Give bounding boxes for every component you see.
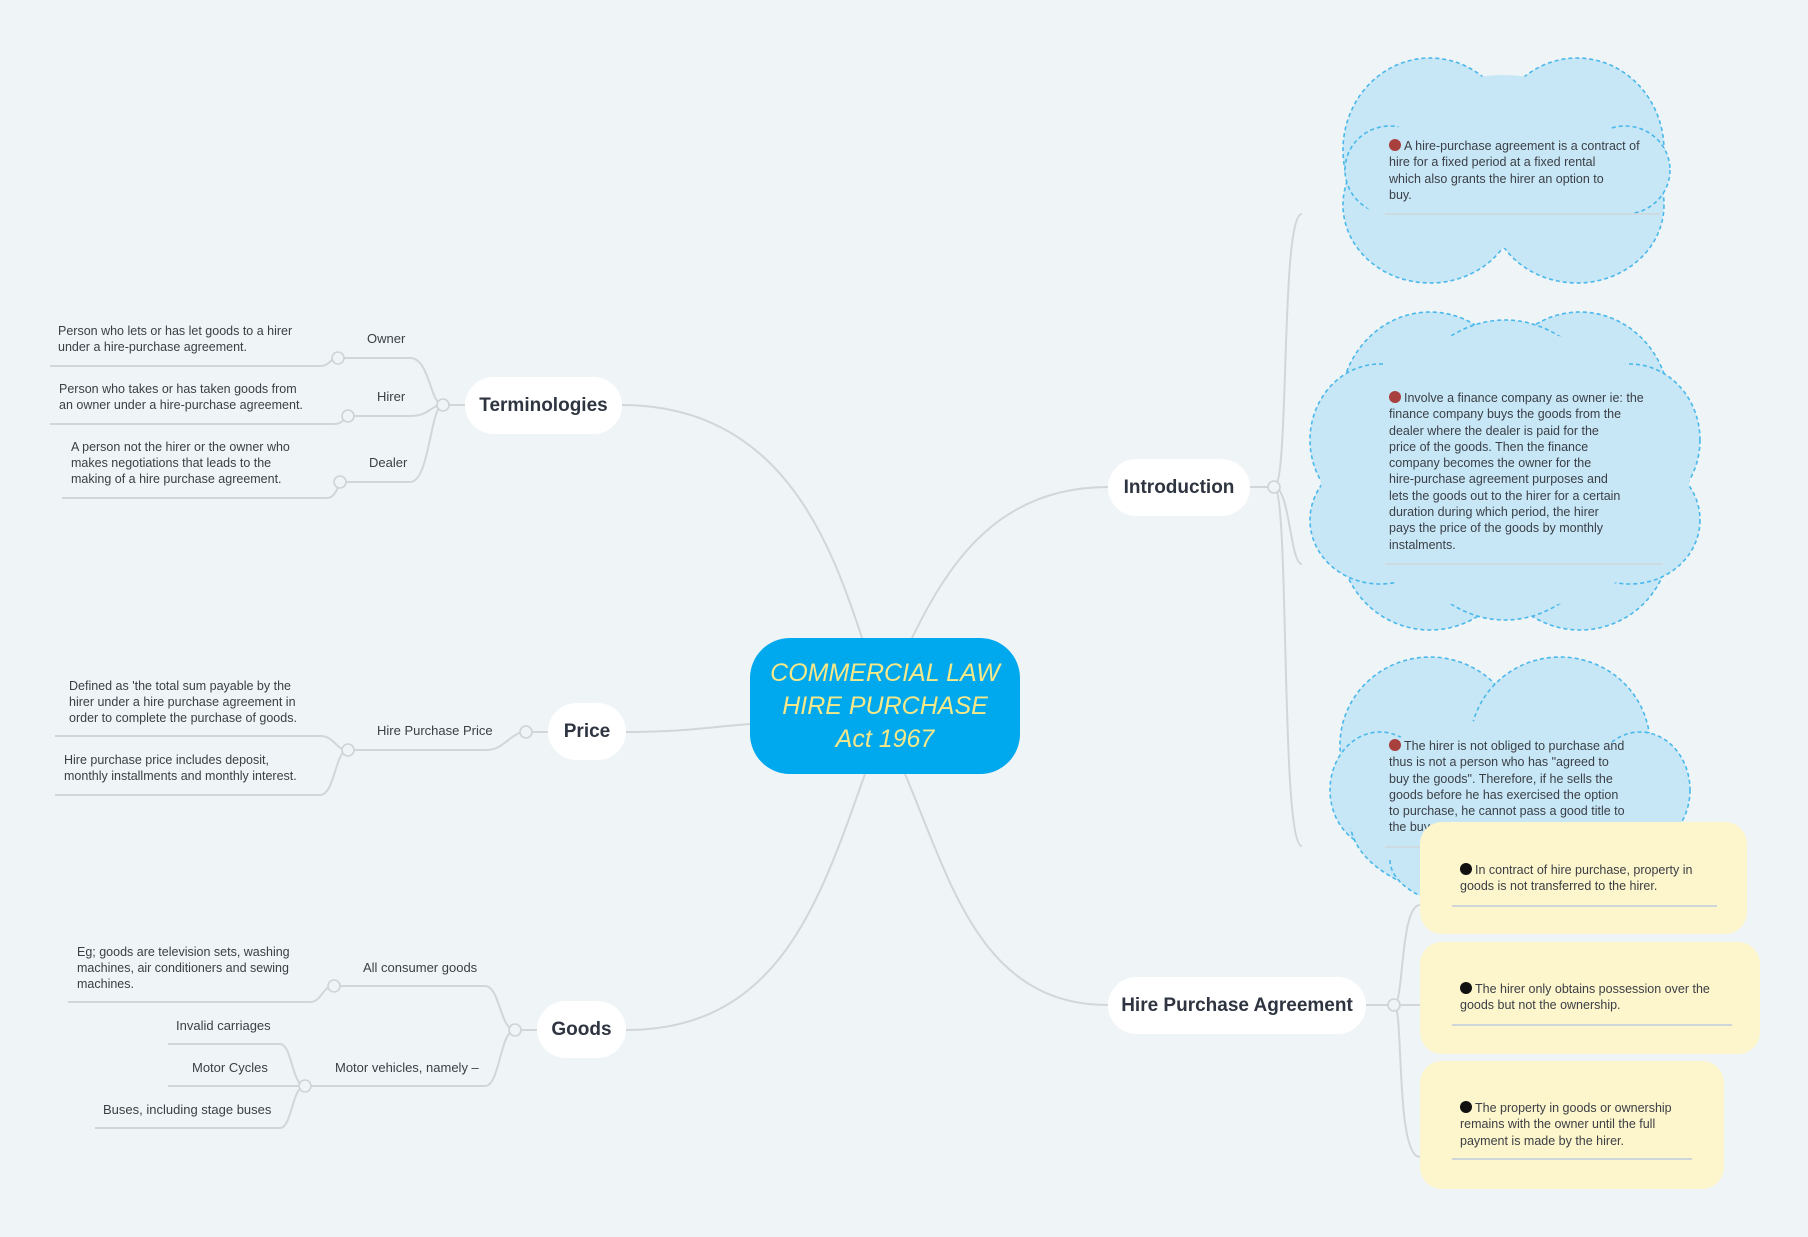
agreement-note-1-line: goods is not transferred to the hirer. [1460,879,1658,894]
intro-note-2-line: instalments. [1389,537,1456,552]
subtopic-hirer[interactable]: Hirer [377,389,406,404]
agreement-note-2-line: goods but not the ownership. [1460,998,1621,1013]
dealer-text-line: making of a hire purchase agreement. [71,472,282,486]
intro-note-1-line: buy. [1389,187,1412,202]
intro-note-2-line: Involve a finance company as owner ie: t… [1404,391,1644,405]
central-title-line2: HIRE PURCHASE [782,691,988,720]
agreement-note-1-line: In contract of hire purchase, property i… [1475,863,1693,877]
intro-note-2-line: duration during which period, the hirer [1389,505,1599,520]
topic-goods-label: Goods [551,1018,612,1040]
connector-agreement [904,773,1109,1006]
topic-price-label: Price [563,720,611,742]
owner-text-line: under a hire-purchase agreement. [58,340,248,354]
price-includes-line: monthly installments and monthly interes… [64,769,297,783]
intro-note-2-line: lets the goods out to the hirer for a ce… [1389,488,1621,503]
consumer-goods-line: machines, air conditioners and sewing [77,961,289,975]
topic-hire-purchase-agreement[interactable]: Hire Purchase Agreement [1108,977,1366,1034]
agreement-note-2-text: The hirer only obtains possession over t… [1460,981,1750,1014]
vehicle-motor-cycles[interactable]: Motor Cycles [192,1060,268,1075]
vehicle-buses[interactable]: Buses, including stage buses [103,1102,272,1117]
connector-terminologies [621,404,863,639]
agreement-note-3-line: remains with the owner until the full [1460,1117,1656,1132]
agreement-note-2-line: The hirer only obtains possession over t… [1475,982,1710,996]
subtopic-hire-purchase-price[interactable]: Hire Purchase Price [377,723,493,738]
red-bullet-icon [1389,139,1401,151]
intro-note-2-line: finance company buys the goods from the [1389,407,1622,422]
black-bullet-icon [1460,863,1472,875]
owner-text-line: Person who lets or has let goods to a hi… [58,324,293,338]
topic-terminologies-label: Terminologies [479,394,608,416]
intro-note-1: A hire-purchase agreement is a contract … [1389,138,1669,203]
intro-note-2-line: hire-purchase agreement purposes and [1389,472,1608,487]
note-underline [1452,1024,1732,1026]
consumer-goods-line: Eg; goods are television sets, washing [77,945,290,959]
topic-introduction-label: Introduction [1123,476,1235,498]
topic-introduction[interactable]: Introduction [1108,459,1250,516]
subtopic-owner[interactable]: Owner [367,331,406,346]
central-topic[interactable]: COMMERCIAL LAW HIRE PURCHASE Act 1967 [750,638,1020,774]
connector-introduction [911,486,1109,639]
price-includes: Hire purchase price includes deposit, mo… [64,752,344,784]
price-definition-line: hirer under a hire purchase agreement in [69,695,296,709]
intro-note-2-line: price of the goods. Then the finance [1389,439,1589,454]
vehicle-invalid-carriages[interactable]: Invalid carriages [176,1018,271,1033]
hirer-definition: Person who takes or has taken goods from… [59,381,349,413]
central-title-line3: Act 1967 [835,724,935,753]
topic-terminologies[interactable]: Terminologies [465,377,622,434]
subtopic-dealer[interactable]: Dealer [369,455,408,470]
dealer-text-line: makes negotiations that leads to the [71,456,272,470]
subtopic-all-consumer-goods[interactable]: All consumer goods [363,960,478,975]
agreement-note-1[interactable]: In contract of hire purchase, property i… [1420,822,1747,934]
topic-price[interactable]: Price [548,703,626,760]
red-bullet-icon [1389,739,1401,751]
intro-note-1-line: which also grants the hirer an option to [1389,171,1604,186]
price-definition-line: Defined as 'the total sum payable by the [69,679,291,693]
intro-note-3-line: goods before he has exercised the option [1389,787,1619,802]
note-underline [1452,905,1717,907]
agreement-note-2[interactable]: The hirer only obtains possession over t… [1420,942,1760,1054]
hirer-text-line: Person who takes or has taken goods from [59,382,297,396]
intro-note-3-line: The hirer is not obliged to purchase and [1404,739,1625,753]
consumer-goods-examples: Eg; goods are television sets, washing m… [77,944,327,992]
intro-note-1-line: A hire-purchase agreement is a contract … [1404,139,1640,153]
intro-note-3-line: to purchase, he cannot pass a good title… [1389,804,1625,819]
agreement-note-3-text: The property in goods or ownership remai… [1460,1100,1710,1149]
dealer-definition: A person not the hirer or the owner who … [71,439,341,487]
agreement-note-3-line: payment is made by the hirer. [1460,1133,1624,1148]
intro-note-2-line: company becomes the owner for the [1389,456,1592,471]
red-bullet-icon [1389,391,1401,403]
agreement-note-3-line: The property in goods or ownership [1475,1101,1672,1115]
agreement-note-3[interactable]: The property in goods or ownership remai… [1420,1061,1724,1189]
central-title-line1: COMMERCIAL LAW [770,658,1000,687]
topic-goods[interactable]: Goods [537,1001,626,1058]
subtopic-motor-vehicles[interactable]: Motor vehicles, namely – [335,1060,479,1075]
connector-goods [625,773,866,1031]
intro-note-3-line: thus is not a person who has "agreed to [1389,755,1609,770]
connector-price [625,723,751,733]
intro-note-2-line: dealer where the dealer is paid for the [1389,423,1599,438]
consumer-goods-line: machines. [77,977,134,991]
intro-note-1-line: hire for a fixed period at a fixed renta… [1389,155,1596,170]
black-bullet-icon [1460,982,1472,994]
intro-note-2-line: pays the price of the goods by monthly [1389,521,1604,536]
price-definition: Defined as 'the total sum payable by the… [69,678,339,726]
agreement-note-1-text: In contract of hire purchase, property i… [1460,862,1730,895]
dealer-text-line: A person not the hirer or the owner who [71,440,290,454]
price-includes-line: Hire purchase price includes deposit, [64,753,269,767]
hirer-text-line: an owner under a hire-purchase agreement… [59,398,303,412]
topic-agreement-label: Hire Purchase Agreement [1121,994,1353,1016]
note-underline [1452,1158,1692,1160]
owner-definition: Person who lets or has let goods to a hi… [58,323,348,355]
intro-note-3-line: buy the goods". Therefore, if he sells t… [1389,771,1613,786]
intro-note-2: Involve a finance company as owner ie: t… [1389,390,1674,553]
price-definition-line: order to complete the purchase of goods. [69,711,297,725]
black-bullet-icon [1460,1101,1472,1113]
